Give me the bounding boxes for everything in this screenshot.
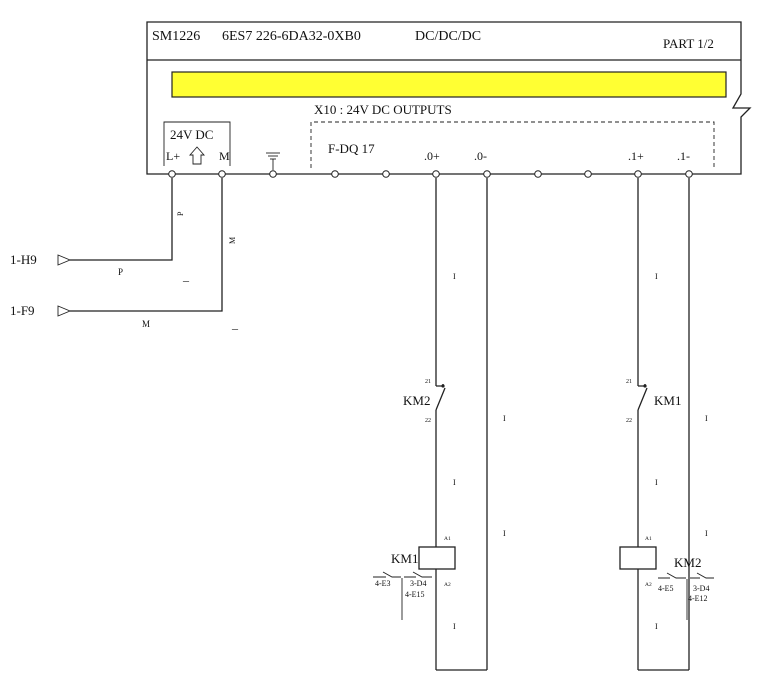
terminal-row (168, 170, 693, 178)
contact-km1-pin-22: 22 (626, 418, 632, 424)
coil-km2-a1: A1 (645, 536, 652, 542)
coil-km1-a2: A2 (444, 582, 451, 588)
wire-tick: I (503, 414, 506, 423)
wire-tick: I (705, 414, 708, 423)
power-block-plus: L+ (166, 149, 180, 163)
wire-dash-p: _ (182, 269, 190, 283)
wire-label-m-horizontal: M (142, 319, 150, 329)
wire-tick: I (655, 272, 658, 281)
wire-tick: I (503, 529, 506, 538)
terminal-label-1-minus: .1- (677, 149, 690, 163)
contact-km1-label: KM1 (654, 393, 681, 408)
coil-km1-ref-c: 4-E15 (405, 590, 425, 599)
power-block-minus: M (219, 149, 230, 163)
wire-dash-m: _ (231, 317, 239, 331)
wire-tick: I (705, 529, 708, 538)
module-banner (171, 71, 727, 98)
module-name: SM1226 (152, 29, 200, 44)
terminal-0-plus (432, 170, 440, 178)
module-outline (146, 21, 752, 175)
coil-km2-ref-a: 4-E5 (658, 584, 674, 593)
terminal-10 (584, 170, 592, 178)
power-block-title: 24V DC (170, 127, 213, 142)
terminal-0-minus (483, 170, 491, 178)
wire-label-p-vertical: P (176, 211, 185, 216)
fdq-label: F-DQ 17 (328, 141, 375, 156)
terminal-5 (331, 170, 339, 178)
terminal-1-plus (634, 170, 642, 178)
terminal-label-0-plus: .0+ (424, 149, 440, 163)
wire-tick: I (453, 622, 456, 631)
outputs-dashed-box (310, 121, 715, 168)
contact-km2-label: KM2 (403, 393, 430, 408)
up-arrow-icon (189, 146, 205, 165)
contact-km1 (637, 384, 648, 411)
terminal-6 (382, 170, 390, 178)
terminal-arrow-h9 (57, 254, 72, 266)
coil-km1-ref-a: 4-E3 (375, 579, 391, 588)
coil-km2-a2: A2 (645, 582, 652, 588)
contact-km2-pin-21: 21 (425, 379, 431, 385)
module-part: PART 1/2 (663, 36, 714, 51)
coil-km2 (619, 546, 657, 570)
coil-km1-a1: A1 (444, 536, 451, 542)
coil-km1 (418, 546, 456, 570)
terminal-label-0-minus: .0- (474, 149, 487, 163)
wire-m (70, 178, 223, 312)
terminal-m (218, 170, 226, 178)
terminal-lplus (168, 170, 176, 178)
outputs-label: X10 : 24V DC OUTPUTS (314, 102, 452, 117)
terminal-9 (534, 170, 542, 178)
power-block-frame (163, 121, 231, 166)
terminal-label-1-plus: .1+ (628, 149, 644, 163)
contact-km2-pin-22: 22 (425, 418, 431, 424)
module-voltage-type: DC/DC/DC (415, 29, 481, 44)
coil-km1-contact-cross-ref (373, 571, 432, 620)
module-order-number: 6ES7 226-6DA32-0XB0 (222, 29, 361, 44)
coil-km1-label: KM1 (391, 551, 418, 566)
coil-km2-contact-cross-ref (658, 572, 714, 620)
contact-km2 (435, 384, 446, 411)
wire-tick: I (655, 478, 658, 487)
wire-tick: I (655, 622, 658, 631)
wire-tick: I (453, 478, 456, 487)
wire-p (70, 178, 173, 261)
wire-ticks: I I I I I I I I I I (453, 272, 708, 631)
contact-km1-pin-21: 21 (626, 379, 632, 385)
wire-label-p-horizontal: P (118, 267, 123, 277)
wire-tick: I (453, 272, 456, 281)
ground-icon (266, 152, 280, 170)
coil-km2-ref-c: 4-E12 (688, 594, 708, 603)
terminal-1-minus (685, 170, 693, 178)
wire-label-m-vertical: M (228, 237, 237, 244)
ref-h9: 1-H9 (10, 252, 37, 267)
terminal-ground (269, 170, 277, 178)
ref-f9: 1-F9 (10, 303, 35, 318)
coil-km2-ref-b: 3-D4 (693, 584, 709, 593)
coil-km1-ref-b: 3-D4 (410, 579, 426, 588)
coil-km2-label: KM2 (674, 555, 701, 570)
terminal-arrow-f9 (57, 305, 72, 317)
